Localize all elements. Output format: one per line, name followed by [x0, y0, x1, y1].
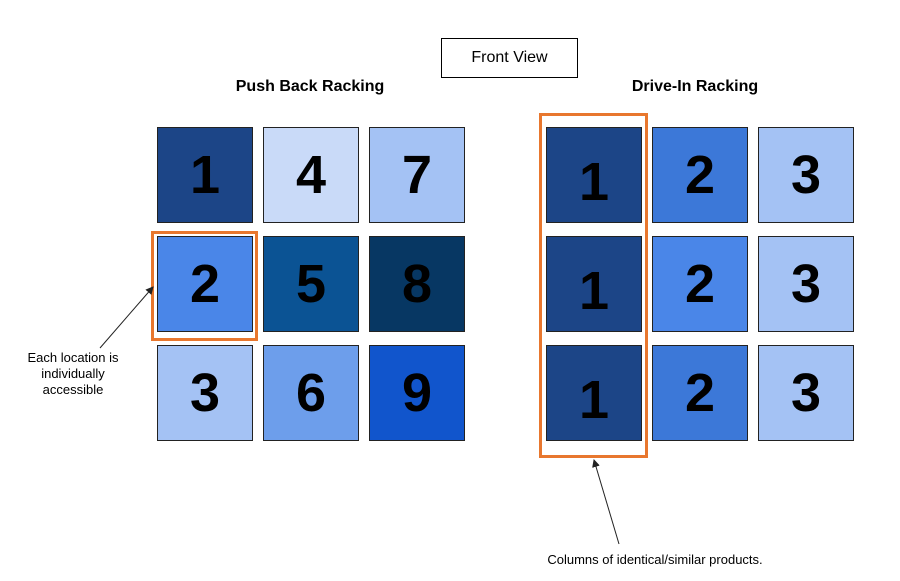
drive-in-cell-r1-c3: 3	[758, 127, 854, 223]
push-back-cell-r3-c1: 3	[157, 345, 253, 441]
drive-in-cell-r3-c3: 3	[758, 345, 854, 441]
push-back-cell-r1-c1: 1	[157, 127, 253, 223]
push-back-cell-r2-c3: 8	[369, 236, 465, 332]
drive-in-cell-r1-c1: 1	[546, 127, 642, 223]
drive-in-cell-r2-c2: 2	[652, 236, 748, 332]
push-back-cell-r3-c3: 9	[369, 345, 465, 441]
front-view-label: Front View	[441, 38, 578, 78]
drive-in-racking-title: Drive-In Racking	[631, 78, 759, 95]
column-annotation-arrow	[592, 459, 620, 545]
push-back-cell-r2-c2: 5	[263, 236, 359, 332]
column-annotation: Columns of identical/similar products.	[547, 552, 763, 567]
push-back-cell-r2-c1: 2	[157, 236, 253, 332]
drive-in-cell-r3-c2: 2	[652, 345, 748, 441]
push-back-racking-title: Push Back Racking	[235, 78, 385, 95]
push-back-cell-r3-c2: 6	[263, 345, 359, 441]
column-highlight	[539, 113, 648, 458]
single-location-highlight	[151, 231, 258, 341]
location-annotation: Each location is individually accessible	[27, 350, 119, 397]
drive-in-cell-r1-c2: 2	[652, 127, 748, 223]
push-back-cell-r1-c3: 7	[369, 127, 465, 223]
push-back-cell-r1-c2: 4	[263, 127, 359, 223]
drive-in-cell-r2-c3: 3	[758, 236, 854, 332]
drive-in-cell-r3-c1: 1	[546, 345, 642, 441]
location-annotation-arrow	[99, 286, 154, 349]
drive-in-cell-r2-c1: 1	[546, 236, 642, 332]
